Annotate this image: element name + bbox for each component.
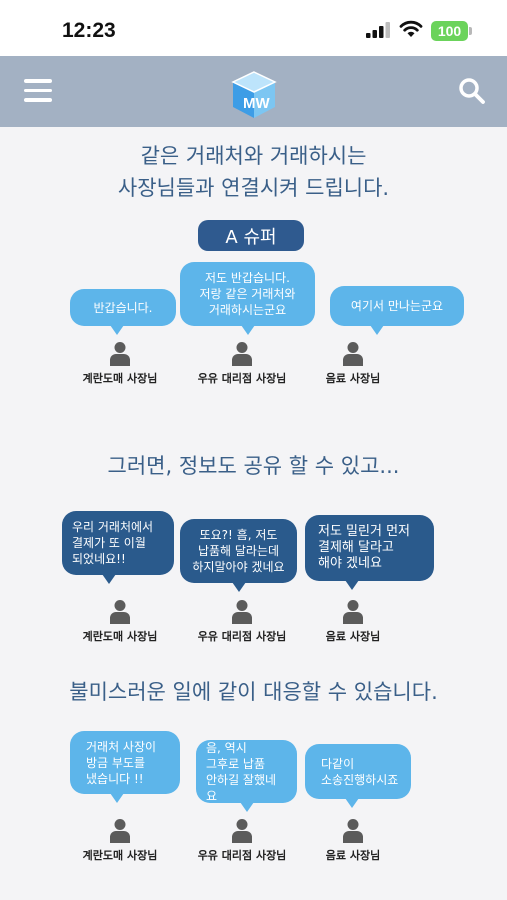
status-bar: 12:23 100 xyxy=(0,0,507,56)
person-icon xyxy=(110,600,130,624)
main-content: 같은 거래처와 거래하시는 사장님들과 연결시켜 드립니다. A 슈퍼 반갑습니… xyxy=(0,127,507,900)
person-label: 음료 사장님 xyxy=(325,630,381,643)
section-2-headline: 그러면, 정보도 공유 할 수 있고... xyxy=(107,454,400,478)
section-1-headline: 같은 거래처와 거래하시는 사장님들과 연결시켜 드립니다. xyxy=(117,144,390,200)
person-icon xyxy=(343,342,363,366)
logo-text: MW xyxy=(243,95,270,112)
store-badge: A 슈퍼 xyxy=(198,220,304,251)
chat-bubble: 우리 거래처에서 결제가 또 이월 되었네요!! xyxy=(62,511,174,584)
battery-indicator: 100 xyxy=(431,21,468,41)
app-logo[interactable]: MW xyxy=(228,70,280,120)
search-icon[interactable] xyxy=(458,77,486,105)
person-icon xyxy=(232,342,252,366)
person-label: 우유 대리점 사장님 xyxy=(197,372,287,385)
person-label: 우유 대리점 사장님 xyxy=(197,630,287,643)
cellular-signal-icon xyxy=(366,22,390,38)
menu-icon[interactable] xyxy=(24,79,52,103)
person-icon xyxy=(232,819,252,843)
chat-bubble: 음, 역시 그후로 납품 안하길 잘했네요 xyxy=(196,740,297,812)
chat-bubble: 거래처 사장이 방금 부도를 냈습니다 !! xyxy=(70,731,180,803)
person-icon xyxy=(110,342,130,366)
person-label: 계란도매 사장님 xyxy=(82,630,158,643)
person-icon xyxy=(343,819,363,843)
person-icon xyxy=(110,819,130,843)
nav-bar: MW xyxy=(0,56,507,127)
section-3-headline: 불미스러운 일에 같이 대응할 수 있습니다. xyxy=(69,680,438,704)
person-icon xyxy=(232,600,252,624)
battery-tip xyxy=(469,27,472,35)
person-label: 계란도매 사장님 xyxy=(82,849,158,862)
person-label: 우유 대리점 사장님 xyxy=(197,849,287,862)
person-label: 음료 사장님 xyxy=(325,372,381,385)
chat-bubble: 여기서 만나는군요 xyxy=(330,286,464,335)
person-label: 음료 사장님 xyxy=(325,849,381,862)
person-label: 계란도매 사장님 xyxy=(82,372,158,385)
chat-bubble: 저도 밀린거 먼저 결제해 달라고 해야 겠네요 xyxy=(305,515,434,590)
person-icon xyxy=(343,600,363,624)
chat-bubble: 저도 반갑습니다. 저랑 같은 거래처와 거래하시는군요 xyxy=(180,262,315,335)
wifi-icon xyxy=(399,20,423,37)
chat-bubble: 또요?! 흠, 저도 납품해 달라는데 하지말아야 겠네요 xyxy=(180,519,297,592)
chat-bubble: 다같이 소송진행하시죠 xyxy=(305,744,411,808)
chat-bubble: 반갑습니다. xyxy=(70,289,176,335)
status-time: 12:23 xyxy=(62,19,116,42)
